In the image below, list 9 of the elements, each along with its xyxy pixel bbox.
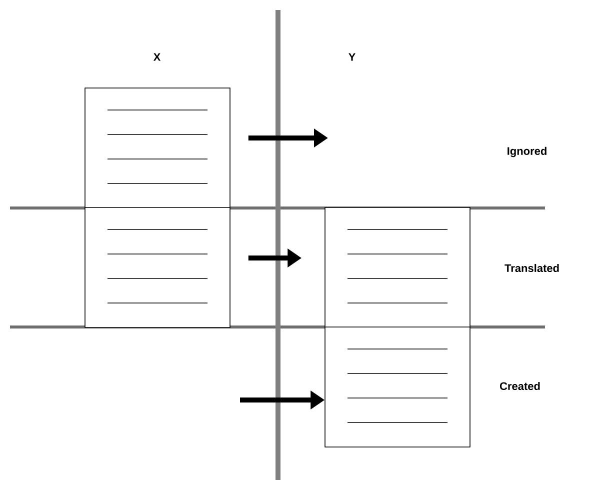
row-label: Ignored bbox=[508, 146, 546, 158]
document-icon bbox=[324, 326, 470, 448]
document-icon bbox=[324, 207, 470, 328]
document-icon bbox=[84, 88, 230, 208]
row-label: Translated bbox=[504, 264, 559, 272]
row-label: Created bbox=[500, 382, 540, 390]
document-icon bbox=[84, 207, 230, 328]
column-heading: Y bbox=[348, 53, 356, 61]
column-heading: X bbox=[153, 53, 161, 61]
